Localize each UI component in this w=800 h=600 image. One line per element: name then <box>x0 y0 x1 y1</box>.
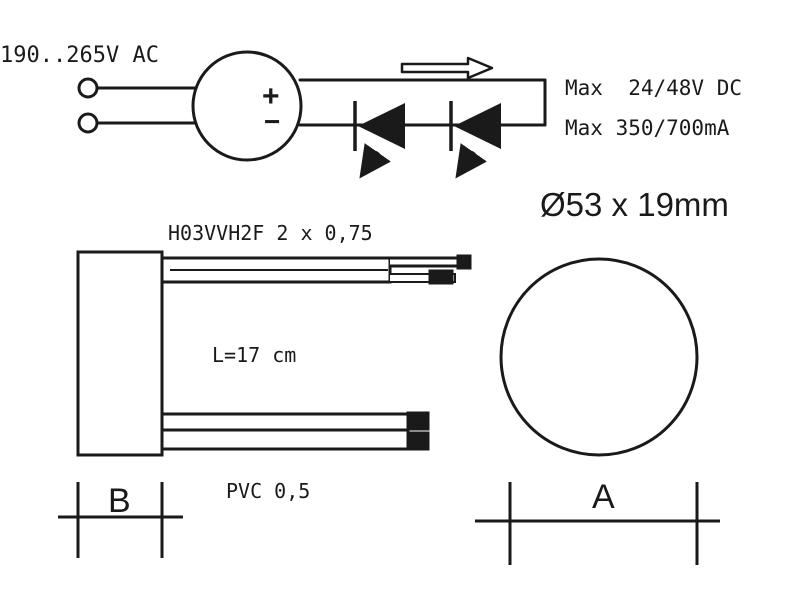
size-label: Ø53 x 19mm <box>540 186 729 223</box>
current-direction-arrow-icon <box>400 56 494 80</box>
dimension-b <box>58 482 183 558</box>
cable-insulation-label: PVC 0,5 <box>226 479 310 503</box>
input-terminal-top <box>77 77 99 99</box>
cable-length-label: L=17 cm <box>212 343 296 367</box>
circuit-schematic <box>77 50 547 162</box>
output-voltage-rating: Max 24/48V DC <box>565 76 742 100</box>
led-1-icon <box>353 101 405 179</box>
input-voltage-label: 190..265V AC <box>0 43 159 68</box>
dimension-a-label: A <box>592 478 615 516</box>
driver-body-side <box>76 250 164 457</box>
side-view <box>58 250 472 558</box>
led-2-icon <box>449 101 501 179</box>
input-terminal-bottom <box>77 112 99 134</box>
minus-sign: − <box>264 106 280 137</box>
cable-bottom <box>160 411 430 451</box>
driver-body-top <box>499 257 699 457</box>
dimension-b-label: B <box>108 482 131 520</box>
cable-top <box>160 254 472 285</box>
plus-sign: + <box>262 80 280 113</box>
output-current-rating: Max 350/700mA <box>565 116 730 140</box>
dimension-a <box>475 482 720 565</box>
driver-symbol <box>191 50 303 162</box>
top-view <box>475 257 720 565</box>
cable-type-label: H03VVH2F 2 x 0,75 <box>168 221 373 245</box>
